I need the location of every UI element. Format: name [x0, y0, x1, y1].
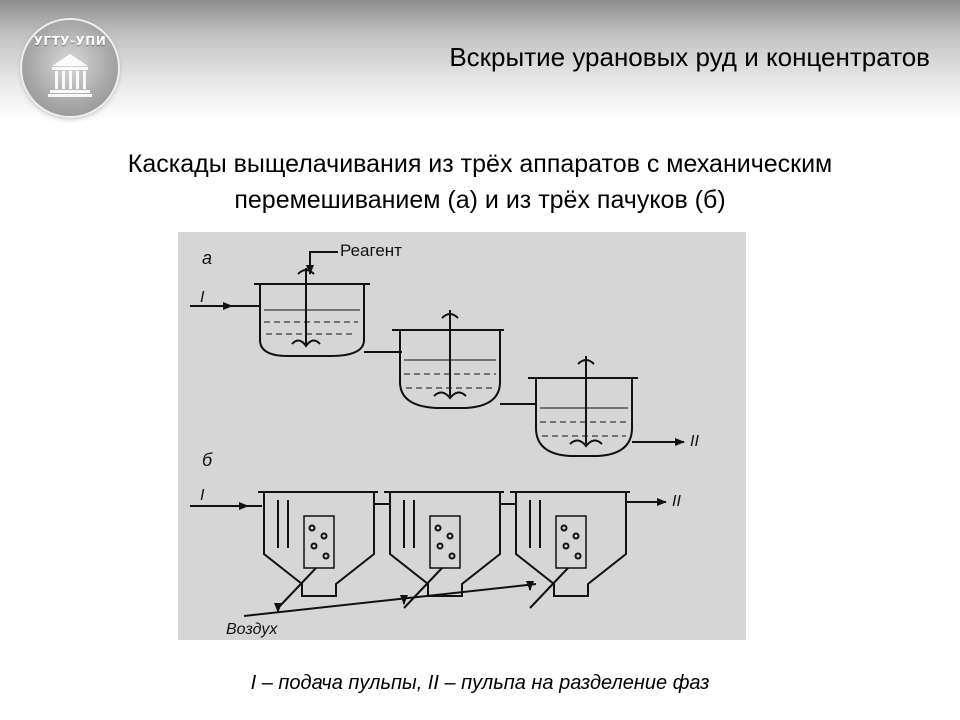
label-b: б [202, 450, 213, 470]
out-label-b: II [672, 493, 681, 510]
cascade-schematic: а Реагент I [190, 241, 699, 638]
slide-subtitle: Каскады выщелачивания из трёх аппаратов … [0, 146, 960, 218]
pachuca-tank-1 [258, 491, 378, 609]
figure-caption: I – подача пульпы, II – пульпа на раздел… [250, 672, 710, 694]
pachuca-tank-3 [510, 491, 630, 609]
feed-label-a: I [200, 289, 205, 306]
logo-text: УГТУ-УПИ [33, 34, 107, 48]
pachuca-tank-2 [384, 491, 504, 609]
air-label: Воздух [226, 621, 278, 638]
subtitle-line-1: Каскады выщелачивания из трёх аппаратов … [127, 150, 833, 178]
building-icon [48, 54, 92, 97]
air-header-pipe [243, 583, 537, 617]
agitator-vessel-3 [528, 356, 638, 457]
feed-label-b: I [200, 487, 205, 504]
page-title: Вскрытие урановых руд и концентратов [449, 42, 930, 72]
reagent-arrow [306, 251, 338, 275]
diagram-b: б I [190, 450, 681, 638]
university-logo: УГТУ-УПИ [22, 20, 118, 116]
header-bar [0, 0, 960, 124]
subtitle-line-2: перемешиванием (а) и из трёх пачуков (б) [234, 186, 726, 214]
diagram-a: а Реагент I [190, 241, 699, 457]
leaching-cascade-figure: а Реагент I [178, 232, 746, 640]
label-a: а [202, 248, 212, 268]
reagent-label: Реагент [340, 241, 402, 260]
agitator-vessel-1 [254, 268, 370, 357]
agitator-vessel-2 [392, 310, 504, 409]
out-label-a: II [690, 433, 699, 450]
